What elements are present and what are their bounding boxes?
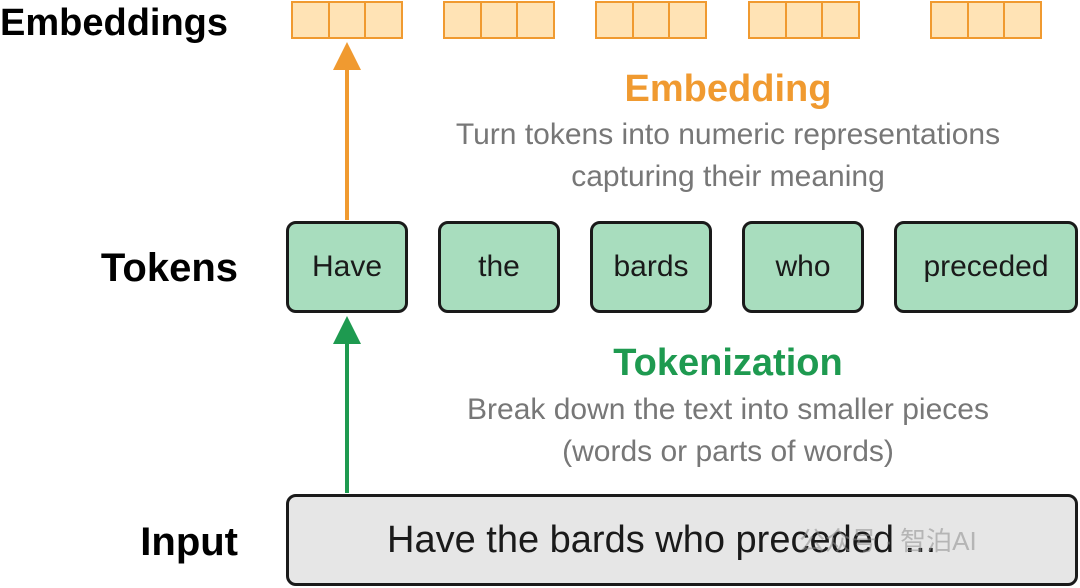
embedding-arrow [333, 42, 361, 220]
token-box-bards: bards [590, 221, 712, 313]
embedding-cell [1005, 3, 1041, 37]
embedding-cell [518, 3, 554, 37]
tokens-row-label: Tokens [100, 246, 238, 290]
embedding-description-line-2: capturing their meaning [571, 160, 885, 193]
tokenization-step-title: Tokenization [613, 342, 843, 384]
input-text-box: Have the bards who preceded ... 公众号 · 智泊… [286, 494, 1078, 586]
tokenization-description-line-2: (words or parts of words) [562, 435, 894, 468]
embedding-cell [329, 3, 367, 37]
token-box-who: who [742, 221, 864, 313]
embedding-cell [633, 3, 671, 37]
embedding-vector-3 [595, 1, 707, 39]
embedding-vector-1 [291, 1, 403, 39]
input-row-label: Input [140, 520, 238, 564]
embeddings-row-label: Embeddings [0, 2, 229, 44]
embedding-cell [597, 3, 634, 37]
embedding-cell [823, 3, 859, 37]
embedding-cell [445, 3, 482, 37]
embedding-step-description: Turn tokens into numeric representations… [378, 114, 1078, 198]
embedding-description-line-1: Turn tokens into numeric representations [455, 118, 1001, 151]
embedding-cell [670, 3, 706, 37]
embedding-cell [932, 3, 969, 37]
embedding-step-title: Embedding [624, 68, 832, 110]
embedding-cell [293, 3, 330, 37]
embedding-cell [481, 3, 519, 37]
embedding-vector-4 [748, 1, 860, 39]
embedding-cell [750, 3, 787, 37]
watermark-text: 公众号 · 智泊AI [799, 526, 977, 556]
tokenization-description-line-1: Break down the text into smaller pieces [467, 393, 989, 426]
embedding-vector-5 [930, 1, 1042, 39]
embedding-cell [786, 3, 824, 37]
token-box-preceded: preceded [894, 221, 1078, 313]
token-box-the: the [438, 221, 560, 313]
tokenization-arrow [333, 316, 361, 493]
embedding-cell [366, 3, 402, 37]
embedding-cell [968, 3, 1006, 37]
token-box-have: Have [286, 221, 408, 313]
input-sentence: Have the bards who preceded ... [387, 519, 937, 561]
tokenization-step-description: Break down the text into smaller pieces … [378, 389, 1078, 473]
embedding-vector-2 [443, 1, 555, 39]
